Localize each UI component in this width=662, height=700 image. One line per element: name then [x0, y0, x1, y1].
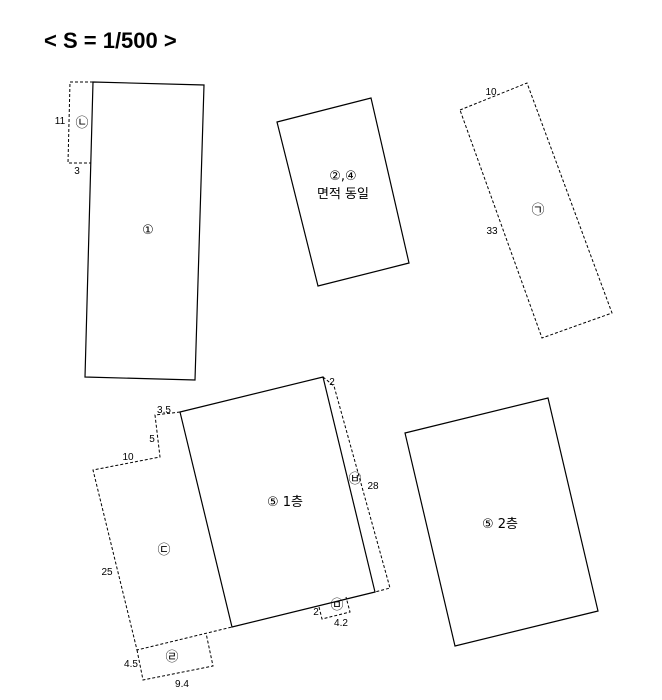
lot-2-4-outline — [276, 97, 410, 287]
lot-digeut-dim-b: 5 — [149, 434, 155, 445]
scale-title: < S = 1/500 > — [44, 28, 177, 53]
lot-digeut-dim-a: 3.5 — [157, 405, 171, 416]
lot-digeut-outline — [92, 411, 233, 651]
lot-digeut-label: ㉢ — [157, 543, 170, 558]
lot-5-floor1-label: ⑤ 1층 — [267, 495, 303, 510]
lot-5-floor2-label: ⑤ 2층 — [482, 517, 518, 532]
lot-mieum-outline — [318, 596, 351, 620]
lot-1-label: ① — [142, 223, 154, 238]
lot-rieul-dim-bottom: 9.4 — [175, 679, 189, 690]
lot-digeut-dim-c: 10 — [122, 452, 134, 463]
lot-digeut-dim-d: 25 — [101, 567, 113, 578]
lot-mieum-dim-side: 2 — [313, 607, 319, 618]
lot-bieup-label: ㉥ — [348, 472, 361, 487]
lot-nieun-label: ㉡ — [75, 116, 88, 131]
lot-nieun-dim-bottom: 3 — [74, 166, 80, 177]
lot-2-4-label-line2: 면적 동일 — [317, 187, 369, 202]
lot-rieul-outline — [136, 632, 214, 681]
lot-2-4-label-line1: ②,④ — [329, 169, 356, 184]
lot-rieul-dim-side: 4.5 — [124, 659, 138, 670]
lot-giyeok-outline — [459, 82, 613, 339]
lot-1-outline — [84, 81, 205, 381]
lot-giyeok-dim-side: 33 — [486, 226, 498, 237]
lot-rieul-label: ㉣ — [165, 650, 178, 665]
lot-giyeok-label: ㉠ — [531, 203, 544, 218]
lot-nieun-outline — [67, 81, 93, 164]
lot-mieum-dim-bottom: 4.2 — [334, 618, 348, 629]
lot-5-floor1-outline — [179, 376, 376, 628]
lot-mieum-label: ㉤ — [330, 598, 343, 613]
lot-5-floor1-dim-right: 28 — [367, 481, 379, 492]
lot-giyeok-dim-top: 10 — [485, 87, 497, 98]
lot-5-floor2-outline — [404, 397, 599, 647]
lot-bieup-outline — [322, 376, 391, 593]
lot-5-floor1-dim-top-right: 2 — [329, 377, 335, 388]
lot-nieun-dim-side: 11 — [55, 116, 66, 127]
